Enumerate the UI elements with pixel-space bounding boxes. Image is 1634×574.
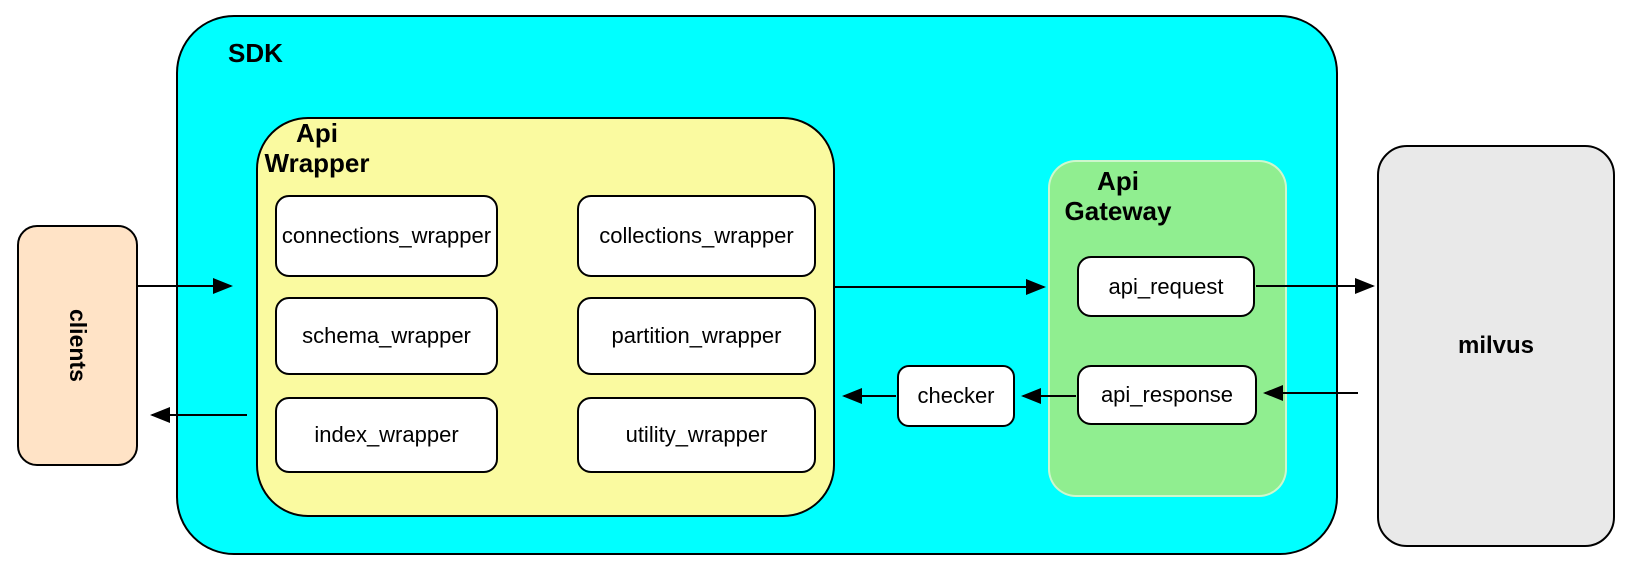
checker-label: checker	[917, 383, 995, 408]
connections-wrapper-node: connections_wrapper	[275, 195, 498, 277]
api-gateway-label: Api Gateway	[1060, 166, 1176, 226]
utility-wrapper-label: utility_wrapper	[625, 422, 768, 447]
api-wrapper-label: Api Wrapper	[258, 118, 376, 178]
index-wrapper-label: index_wrapper	[314, 422, 459, 447]
partition-wrapper-node: partition_wrapper	[577, 297, 816, 375]
api-response-node: api_response	[1077, 365, 1257, 425]
schema-wrapper-label: schema_wrapper	[302, 323, 471, 348]
index-wrapper-node: index_wrapper	[275, 397, 498, 473]
api-gateway-label-line1: Api	[1097, 166, 1139, 196]
utility-wrapper-node: utility_wrapper	[577, 397, 816, 473]
api-wrapper-label-line2: Wrapper	[264, 148, 370, 178]
collections-wrapper-node: collections_wrapper	[577, 195, 816, 277]
partition-wrapper-label: partition_wrapper	[611, 323, 782, 348]
api-response-label: api_response	[1100, 382, 1234, 407]
milvus-label: milvus	[1457, 332, 1535, 359]
sdk-label: SDK	[228, 38, 283, 68]
schema-wrapper-node: schema_wrapper	[275, 297, 498, 375]
api-request-node: api_request	[1077, 256, 1255, 317]
clients-node: clients	[17, 225, 138, 466]
connections-wrapper-label: connections_wrapper	[281, 223, 492, 248]
checker-node: checker	[897, 365, 1015, 427]
api-gateway-label-line2: Gateway	[1064, 196, 1172, 226]
api-wrapper-label-line1: Api	[296, 118, 338, 148]
api-request-label: api_request	[1108, 273, 1224, 299]
collections-wrapper-label: collections_wrapper	[599, 223, 794, 248]
clients-label: clients	[65, 309, 91, 382]
milvus-node: milvus	[1377, 145, 1615, 547]
api-gateway-container	[1048, 160, 1287, 497]
